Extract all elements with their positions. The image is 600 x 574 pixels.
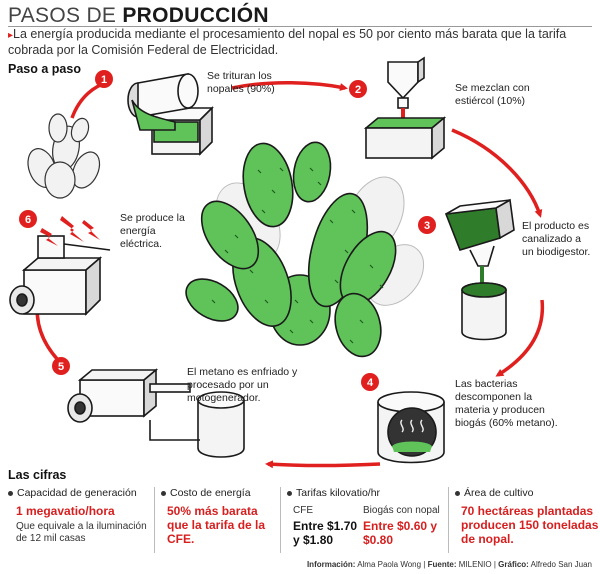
step-badges: 1 2 3 4 5 6 — [19, 70, 436, 391]
step-badge-2 — [349, 80, 367, 98]
credits: Información: Alma Paola Wong | Fuente: M… — [306, 560, 592, 569]
cactus-spines — [211, 167, 384, 344]
svg-text:2: 2 — [355, 84, 361, 96]
svg-text:1: 1 — [101, 74, 107, 86]
biodigester-feed-icon — [444, 198, 515, 341]
intro-text: ▸La energía producida mediante el proces… — [8, 27, 567, 57]
step-3-text: El producto es canalizado a un biodigest… — [522, 220, 591, 258]
cactus-pad — [334, 292, 382, 358]
cifras-title: Las cifras — [8, 468, 67, 482]
bullet-icon — [161, 490, 166, 496]
power-generator-icon — [9, 235, 111, 316]
mixer-machine-icon — [363, 56, 447, 160]
intro-marker-icon: ▸ — [8, 30, 14, 41]
production-cycle-diagram: 1 2 3 4 5 6 — [9, 56, 545, 469]
svg-text:5: 5 — [58, 361, 64, 373]
bullet-icon — [455, 490, 460, 496]
header: PASOS DE PRODUCCIÓN — [8, 4, 592, 28]
motogenerator-icon — [67, 368, 245, 458]
bullet-icon — [8, 490, 13, 496]
step-badge-6 — [19, 210, 37, 228]
step-4-text: Las bacterias descomponen la materia y p… — [455, 378, 558, 429]
cifra-capacity: Capacidad de generación 1 megavatio/hora… — [8, 487, 148, 553]
svg-text:3: 3 — [424, 220, 430, 232]
cactus-illustration — [185, 141, 397, 358]
arrow-4-to-5 — [265, 460, 381, 469]
section-subhead: Paso a paso — [8, 62, 81, 76]
arrow-3-to-4 — [495, 299, 545, 377]
cactus-pad — [242, 142, 294, 228]
step-5-text: El metano es enfriado y procesado por un… — [187, 366, 298, 404]
arrow-2-to-3 — [451, 128, 543, 218]
biogas-tank-icon — [377, 391, 445, 464]
step-badge-5 — [52, 357, 70, 375]
area-value: 70 hectáreas plantadas producen 150 tone… — [461, 504, 599, 546]
cfe-label: CFE — [293, 505, 313, 516]
cifra-tariffs: Tarifas kilovatio/hr CFE Entre $1.70 y $… — [280, 487, 447, 553]
cactus-pad — [292, 141, 332, 203]
svg-text:4: 4 — [367, 377, 374, 389]
cifras-panel: Capacidad de generación 1 megavatio/hora… — [8, 487, 598, 557]
cfe-value: Entre $1.70 y $1.80 — [293, 519, 358, 547]
step-badge-3 — [418, 216, 436, 234]
cifra-cost: Costo de energía 50% más barata que la t… — [154, 487, 281, 553]
cifra-area: Área de cultivo 70 hectáreas plantadas p… — [448, 487, 599, 553]
step-badge-4 — [361, 373, 379, 391]
step-2-text: Se mezclan con estiércol (10%) — [455, 82, 530, 107]
arrow-1-to-2 — [231, 80, 348, 91]
lightning-icon — [40, 216, 100, 246]
step-badge-1 — [95, 70, 113, 88]
svg-text:6: 6 — [25, 214, 31, 226]
step-1-text: Se trituran los nopales (90%) — [207, 70, 275, 95]
bullet-icon — [287, 490, 292, 496]
capacity-value: 1 megavatio/hora — [16, 504, 115, 518]
title-divider — [8, 26, 592, 27]
cost-value: 50% más barata que la tarifa de la CFE. — [167, 504, 266, 546]
capacity-note: Que equivale a la iluminación de 12 mil … — [16, 521, 147, 544]
nopal-value: Entre $0.60 y $0.80 — [363, 519, 438, 547]
nopal-label: Biogás con nopal — [363, 505, 440, 516]
page-title: PASOS DE PRODUCCIÓN — [8, 4, 269, 27]
step-6-text: Se produce la energía eléctrica. — [120, 212, 185, 250]
cactus-pad — [200, 200, 260, 270]
shredder-machine-icon — [127, 73, 214, 156]
nopal-plant-icon — [27, 113, 101, 199]
